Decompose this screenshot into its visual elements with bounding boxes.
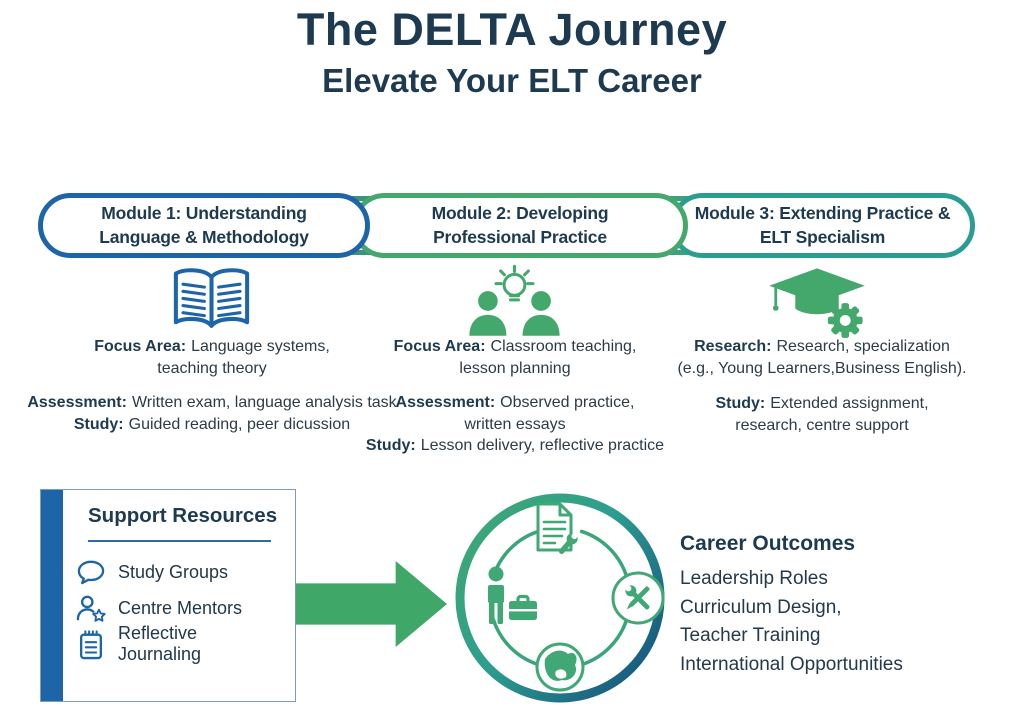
support-resources-title: Support Resources bbox=[88, 504, 278, 527]
module-1-study: Study:Guided reading, peer dicussion bbox=[73, 415, 351, 433]
career-outcomes: Career Outcomes Leadership Roles Curricu… bbox=[680, 532, 1010, 679]
speech-bubble-icon bbox=[75, 559, 107, 585]
globe-icon bbox=[535, 642, 585, 692]
module-1-focus: Focus Area:Language systems, teaching th… bbox=[94, 338, 330, 377]
development-cycle-diagram bbox=[455, 493, 665, 703]
list-item: Centre Mentors bbox=[75, 590, 285, 626]
people-lightbulb-icon bbox=[469, 264, 560, 336]
support-resources-list: Study Groups Centre Mentors bbox=[75, 554, 285, 664]
right-arrow bbox=[296, 561, 447, 647]
career-outcome-item: Curriculum Design, bbox=[680, 596, 842, 618]
page-subtitle: Elevate Your ELT Career bbox=[322, 62, 702, 99]
support-resources-panel: Support Resources Study Groups Centre Me… bbox=[40, 489, 296, 702]
module-3-study: Study:Extended assignment, research, cen… bbox=[715, 395, 929, 434]
list-item-label: Study Groups bbox=[118, 561, 229, 582]
page-title: The DELTA Journey bbox=[296, 4, 728, 55]
module-2-focus: Focus Area:Classroom teaching, lesson pl… bbox=[393, 338, 637, 377]
module-2-assessment: Assessment:Observed practice, written es… bbox=[395, 394, 635, 433]
panel-accent-bar bbox=[41, 490, 63, 701]
mentor-star-icon bbox=[75, 594, 107, 623]
module-1-header: Module 1: Understanding Language & Metho… bbox=[38, 193, 370, 258]
document-wrench-icon bbox=[536, 502, 578, 555]
open-book-icon bbox=[173, 268, 250, 328]
career-outcome-item: Teacher Training bbox=[680, 625, 821, 646]
career-outcomes-title: Career Outcomes bbox=[680, 532, 856, 555]
research-label: Research: bbox=[694, 338, 772, 355]
module-2-study: Study:Lesson delivery, reflective practi… bbox=[365, 437, 665, 454]
person-briefcase-icon bbox=[488, 566, 537, 624]
title-underline bbox=[88, 540, 271, 542]
focus-label: Focus Area: bbox=[94, 338, 187, 355]
list-item-label: Reflective Journaling bbox=[117, 623, 202, 664]
tools-icon bbox=[611, 571, 665, 625]
list-item: Study Groups bbox=[75, 554, 285, 590]
module-3-research: Research:Research, specialization (e.g.,… bbox=[677, 338, 967, 377]
module-1-assessment-study: Assessment:Written exam, language analys… bbox=[22, 392, 402, 435]
module-2-assessment-study: Assessment:Observed practice, written es… bbox=[355, 392, 675, 457]
module-1-assessment: Assessment:Written exam, language analys… bbox=[27, 394, 397, 411]
graduation-cap-gear-icon bbox=[769, 268, 865, 338]
list-item: Reflective Journaling bbox=[75, 623, 285, 664]
list-item-label: Centre Mentors bbox=[118, 597, 243, 618]
module-2-header: Module 2: Developing Professional Practi… bbox=[352, 193, 688, 258]
module-3-header: Module 3: Extending Practice & ELT Speci… bbox=[670, 193, 975, 258]
career-outcome-item: International Opportunities bbox=[680, 653, 903, 675]
career-outcome-item: Leadership Roles bbox=[680, 568, 828, 589]
journal-icon bbox=[75, 628, 107, 661]
gear-icon bbox=[827, 303, 863, 338]
focus-label: Focus Area: bbox=[393, 338, 486, 355]
